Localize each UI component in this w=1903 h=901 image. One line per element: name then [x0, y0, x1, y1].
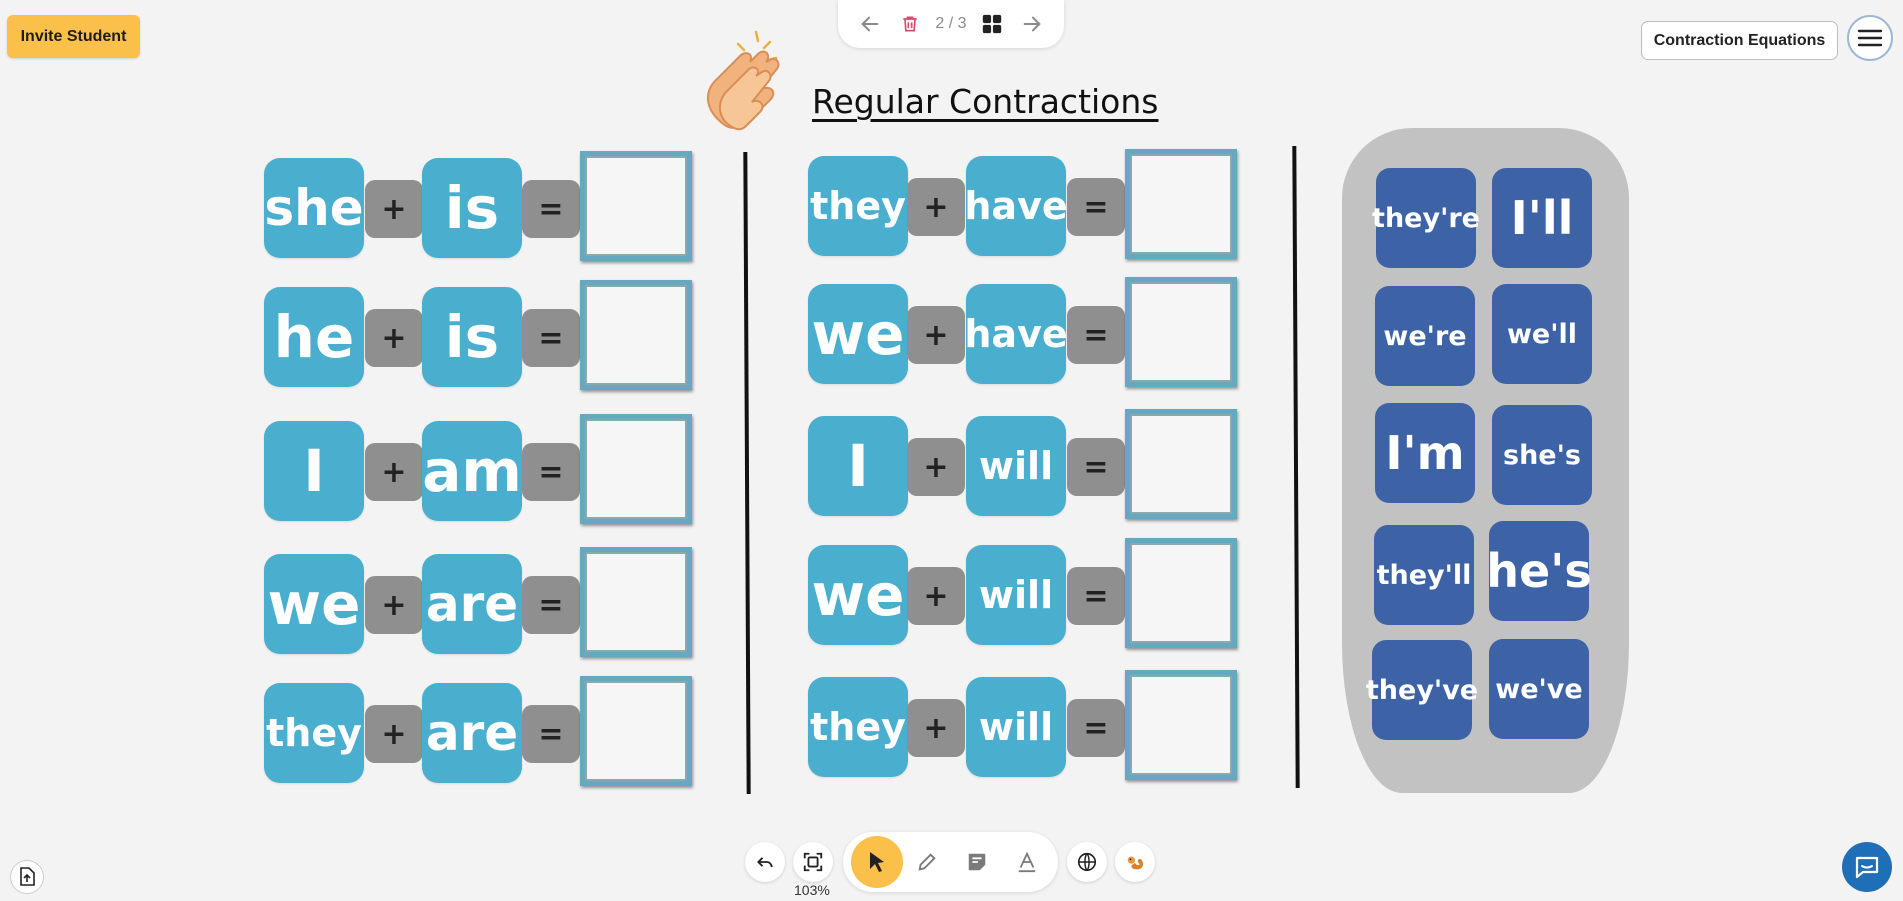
drawing-tools [843, 832, 1058, 892]
text-tool[interactable] [1001, 836, 1053, 888]
clap-icon [700, 28, 805, 136]
contraction-tile[interactable]: they've [1366, 640, 1478, 740]
contraction-tile[interactable]: I'll [1492, 168, 1592, 268]
plus-operator: + [365, 705, 423, 763]
contraction-tile[interactable]: we've [1489, 639, 1589, 739]
answer-drop-box[interactable] [580, 280, 692, 390]
word-tile: we [264, 554, 364, 654]
contraction-tile[interactable]: we're [1375, 286, 1475, 386]
equals-operator: = [522, 576, 580, 634]
chat-icon [1855, 856, 1879, 879]
plus-operator: + [365, 443, 423, 501]
word-tile: have [964, 284, 1068, 384]
upload-button[interactable] [10, 860, 44, 894]
contraction-tile[interactable]: he's [1486, 521, 1592, 621]
equals-operator: = [522, 443, 580, 501]
hamburger-icon [1857, 29, 1883, 47]
pointer-tool[interactable] [851, 836, 903, 888]
equals-operator: = [522, 180, 580, 238]
squirrel-icon [1127, 856, 1144, 870]
answer-drop-box[interactable] [580, 151, 692, 261]
contraction-equations-button[interactable]: Contraction Equations [1641, 21, 1838, 60]
word-tile: is [422, 287, 522, 387]
page-title: Regular Contractions [812, 82, 1159, 121]
plus-operator: + [907, 699, 965, 757]
plus-operator: + [365, 180, 423, 238]
contraction-tile[interactable]: I'm [1375, 403, 1475, 503]
answer-drop-box[interactable] [1125, 277, 1237, 387]
globe-icon [1077, 852, 1097, 872]
page-navigation: 2 / 3 [838, 0, 1064, 48]
invite-student-button[interactable]: Invite Student [7, 15, 140, 58]
answer-drop-box[interactable] [1125, 670, 1237, 780]
contraction-tile[interactable]: we'll [1492, 284, 1592, 384]
undo-icon [757, 857, 773, 868]
fit-screen-icon [803, 852, 823, 872]
plus-operator: + [907, 178, 965, 236]
word-tile: we [808, 284, 908, 384]
plus-operator: + [907, 438, 965, 496]
answer-drop-box[interactable] [580, 547, 692, 657]
word-tile: will [966, 677, 1066, 777]
word-tile: will [966, 416, 1066, 516]
answer-drop-box[interactable] [580, 414, 692, 524]
equals-operator: = [1067, 699, 1125, 757]
page-counter: 2 / 3 [935, 15, 967, 32]
answer-drop-box[interactable] [1125, 149, 1237, 259]
word-tile: we [808, 545, 908, 645]
language-button[interactable] [1067, 842, 1107, 882]
contraction-tile[interactable]: she's [1492, 405, 1592, 505]
word-tile: I [264, 421, 364, 521]
word-tile: are [422, 683, 522, 783]
word-tile: is [422, 158, 522, 258]
divider-right [1292, 145, 1300, 789]
mascot-button[interactable] [1115, 842, 1155, 882]
trash-icon[interactable] [896, 10, 924, 38]
word-tile: am [422, 421, 522, 521]
word-tile: she [264, 158, 364, 258]
equals-operator: = [1067, 567, 1125, 625]
equals-operator: = [522, 309, 580, 367]
chat-button[interactable] [1842, 842, 1892, 892]
word-tile: they [264, 683, 364, 783]
zoom-level: 103% [794, 882, 830, 898]
divider-left [743, 151, 751, 795]
plus-operator: + [907, 306, 965, 364]
contraction-tile[interactable]: they'll [1374, 525, 1474, 625]
equals-operator: = [1067, 306, 1125, 364]
answer-drop-box[interactable] [1125, 409, 1237, 519]
sticky-note-icon [968, 853, 986, 871]
word-tile: are [422, 554, 522, 654]
sticky-note-tool[interactable] [951, 836, 1003, 888]
text-icon [1018, 851, 1036, 873]
plus-operator: + [365, 576, 423, 634]
undo-button[interactable] [745, 842, 785, 882]
menu-button[interactable] [1847, 15, 1893, 61]
word-tile: they [808, 677, 908, 777]
grid-icon[interactable] [978, 10, 1006, 38]
word-tile: have [964, 156, 1068, 256]
word-tile: they [808, 156, 908, 256]
plus-operator: + [365, 309, 423, 367]
answer-drop-box[interactable] [580, 676, 692, 786]
fit-screen-button[interactable] [793, 842, 833, 882]
equals-operator: = [1067, 178, 1125, 236]
pen-tool[interactable] [901, 836, 953, 888]
answer-drop-box[interactable] [1125, 538, 1237, 648]
plus-operator: + [907, 567, 965, 625]
upload-icon [20, 867, 35, 886]
equals-operator: = [522, 705, 580, 763]
equals-operator: = [1067, 438, 1125, 496]
word-tile: I [808, 416, 908, 516]
arrow-left-icon[interactable] [856, 10, 884, 38]
word-tile: will [966, 545, 1066, 645]
contraction-tile[interactable]: they're [1372, 168, 1480, 268]
pen-icon [918, 853, 936, 871]
pointer-icon [870, 852, 884, 872]
arrow-right-icon[interactable] [1018, 10, 1046, 38]
word-tile: he [264, 287, 364, 387]
